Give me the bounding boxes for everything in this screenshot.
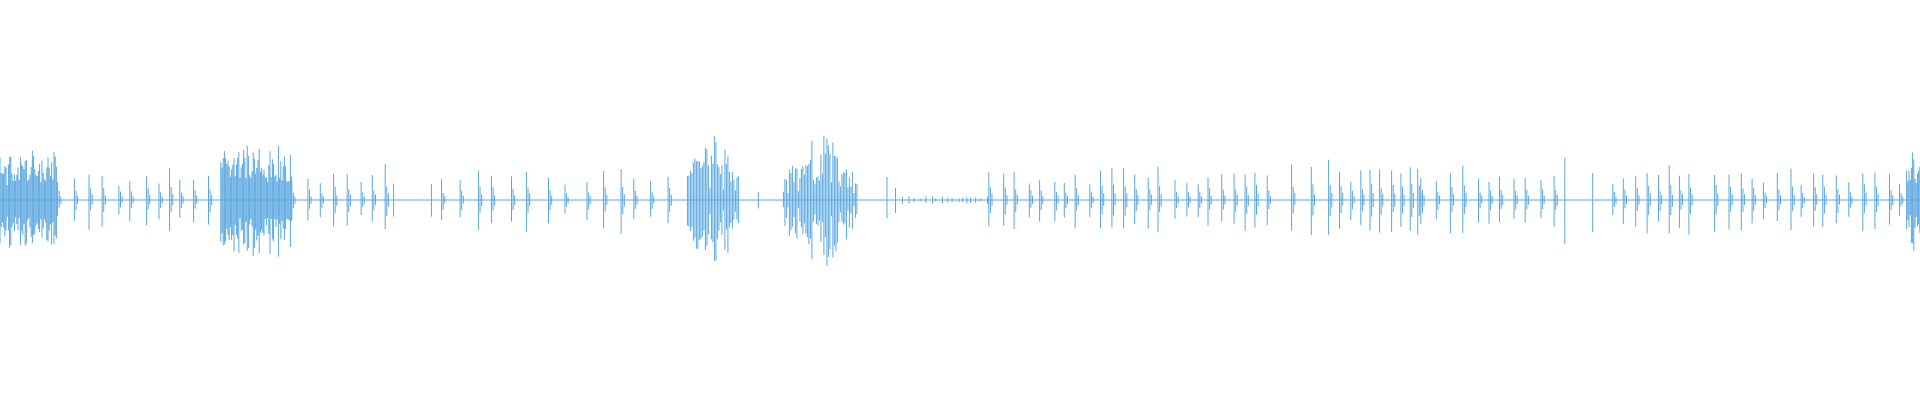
waveform-peaks [0,135,1920,266]
